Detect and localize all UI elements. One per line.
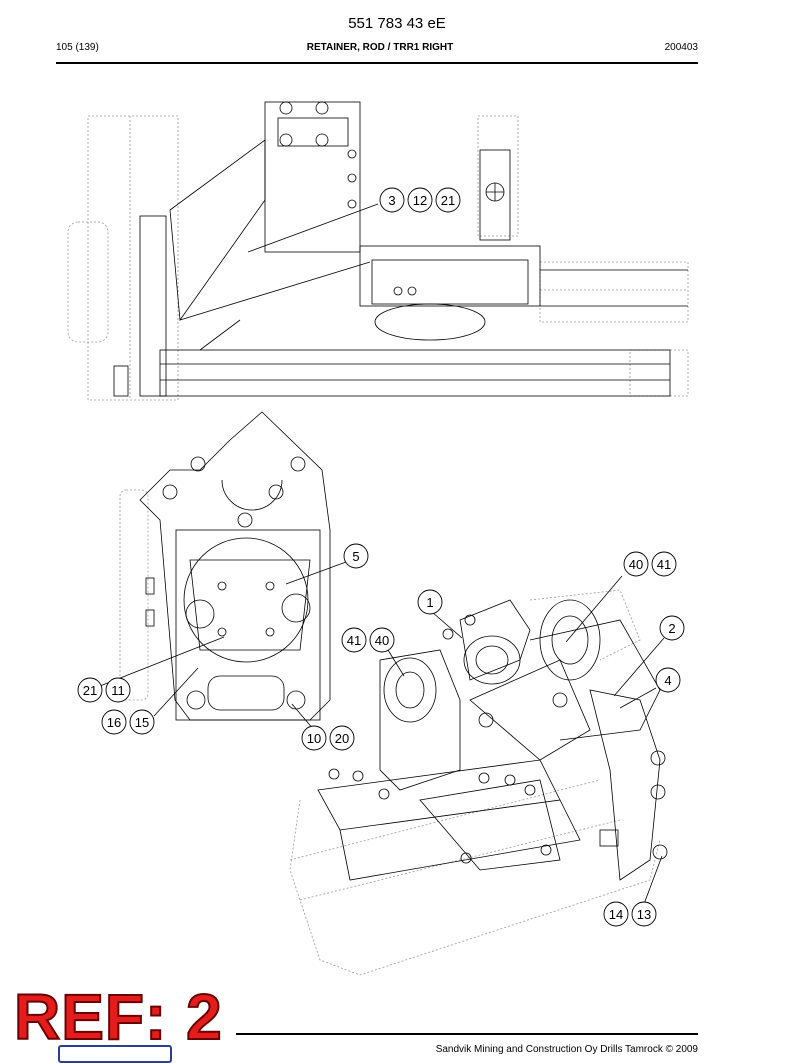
page-title: RETAINER, ROD / TRR1 RIGHT xyxy=(306,42,454,53)
callout-4-label: 4 xyxy=(664,673,671,688)
callout-2: 2 xyxy=(659,615,685,641)
ref-stamp: REF: 2 xyxy=(13,981,223,1053)
callout-20-label: 20 xyxy=(335,731,349,746)
callout-5: 5 xyxy=(343,543,369,569)
callout-40-top-label: 40 xyxy=(629,557,643,572)
brand-logo xyxy=(58,1045,172,1063)
callout-41-left-label: 41 xyxy=(347,633,361,648)
callout-21-end-label: 21 xyxy=(83,683,97,698)
callout-41-left: 41 xyxy=(341,627,367,653)
callout-2-label: 2 xyxy=(668,621,675,636)
callout-40-left: 40 xyxy=(369,627,395,653)
callout-16-label: 16 xyxy=(107,715,121,730)
top-view-drawing xyxy=(67,101,689,401)
callout-15-label: 15 xyxy=(135,715,149,730)
callout-41-top: 41 xyxy=(651,551,677,577)
callout-1: 1 xyxy=(417,589,443,615)
callout-21-end: 21 xyxy=(77,677,103,703)
footer-copyright: Sandvik Mining and Construction Oy Drill… xyxy=(435,1044,698,1055)
callout-20: 20 xyxy=(329,725,355,751)
callout-10-label: 10 xyxy=(307,731,321,746)
callout-3: 3 xyxy=(379,187,405,213)
callout-3-label: 3 xyxy=(388,193,395,208)
callout-10: 10 xyxy=(301,725,327,751)
page-number: 105 (139) xyxy=(56,42,99,53)
callout-14: 14 xyxy=(603,901,629,927)
callout-16: 16 xyxy=(101,709,127,735)
footer-rule xyxy=(236,1033,698,1035)
callout-40-left-label: 40 xyxy=(375,633,389,648)
callout-12: 12 xyxy=(407,187,433,213)
iso-view-drawing xyxy=(289,589,668,976)
end-view-drawing xyxy=(119,411,331,721)
callout-13-label: 13 xyxy=(637,907,651,922)
callout-1-label: 1 xyxy=(426,595,433,610)
callout-4: 4 xyxy=(655,667,681,693)
callout-21-top: 21 xyxy=(435,187,461,213)
callout-11: 11 xyxy=(105,677,131,703)
callout-11-label: 11 xyxy=(111,683,125,698)
revision-date: 200403 xyxy=(664,42,698,53)
header-rule xyxy=(56,62,698,64)
callout-41-top-label: 41 xyxy=(657,557,671,572)
callout-14-label: 14 xyxy=(609,907,623,922)
callout-13: 13 xyxy=(631,901,657,927)
callout-5-label: 5 xyxy=(352,549,359,564)
callout-21-top-label: 21 xyxy=(441,193,455,208)
doc-number: 551 783 43 eE xyxy=(348,15,446,32)
callout-40-top: 40 xyxy=(623,551,649,577)
callout-12-label: 12 xyxy=(413,193,427,208)
callout-15: 15 xyxy=(129,709,155,735)
